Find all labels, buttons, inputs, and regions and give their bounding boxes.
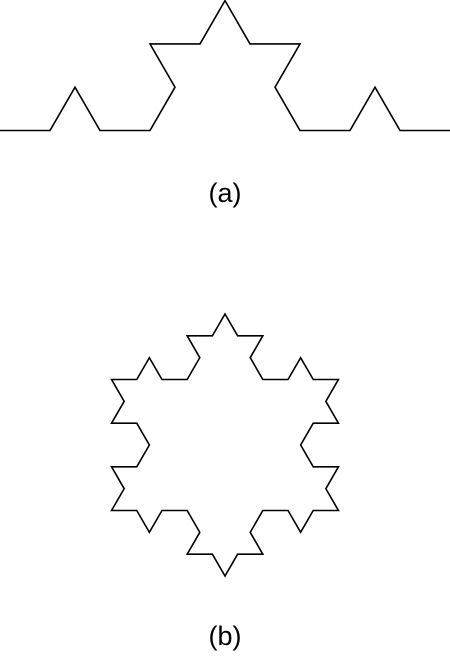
panel-b-label: (b) [208, 621, 242, 651]
koch-curve-line [0, 0, 450, 132]
panel-a-label: (a) [208, 178, 242, 208]
koch-snowflake-outline [110, 312, 340, 578]
